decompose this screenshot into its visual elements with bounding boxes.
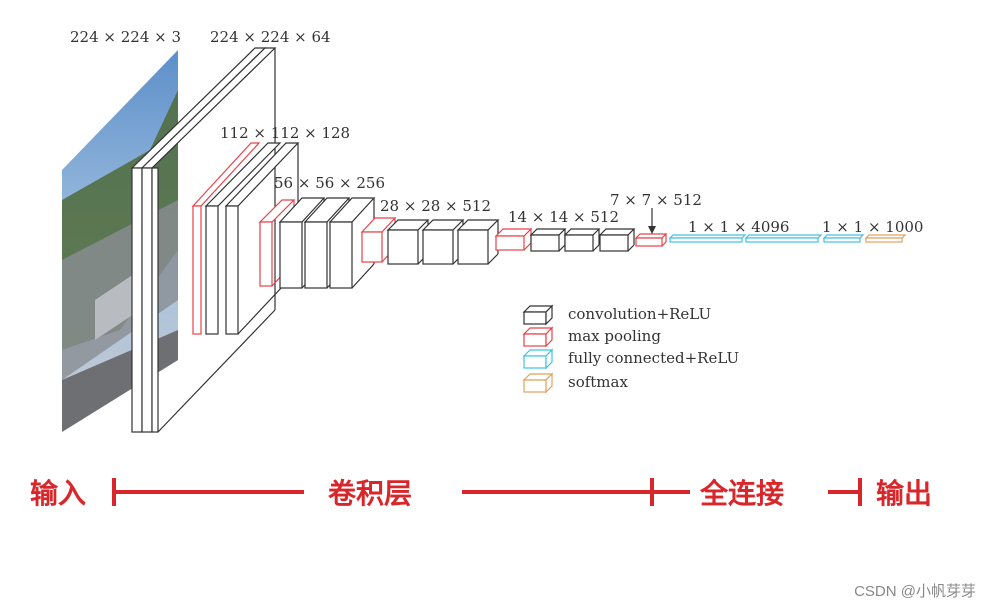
stage-input-label: 输入 <box>30 477 86 510</box>
legend-item-fc: fully connected+ReLU <box>522 348 739 370</box>
fc-blocks <box>668 234 865 243</box>
stage-output-label: 输出 <box>876 477 932 510</box>
dim-output-label: 1 × 1 × 1000 <box>822 218 923 236</box>
legend-label-softmax: softmax <box>568 373 628 391</box>
stage-conv-label: 卷积层 <box>328 477 412 510</box>
dim-fc-label: 1 × 1 × 4096 <box>688 218 789 236</box>
conv4-block <box>360 217 500 265</box>
legend-item-conv: convolution+ReLU <box>522 304 711 326</box>
watermark-credit: CSDN @小帆芽芽 <box>854 583 976 600</box>
dim-conv2-label: 112 × 112 × 128 <box>220 124 350 142</box>
legend-label-conv: convolution+ReLU <box>568 305 711 323</box>
dim-conv5-label: 14 × 14 × 512 <box>508 208 619 226</box>
legend-item-pool: max pooling <box>522 326 661 348</box>
conv2-block <box>191 142 300 335</box>
legend: convolution+ReLU max pooling fully conne… <box>522 304 739 394</box>
legend-label-pool: max pooling <box>568 327 661 345</box>
dim-conv3-label: 56 × 56 × 256 <box>274 174 385 192</box>
legend-label-fc: fully connected+ReLU <box>568 349 739 367</box>
dim-conv4-label: 28 × 28 × 512 <box>380 197 491 215</box>
conv5-block <box>494 228 636 252</box>
dim-input-label: 224 × 224 × 3 <box>70 28 181 46</box>
stage-fc-label: 全连接 <box>699 477 784 510</box>
legend-item-softmax: softmax <box>522 372 628 394</box>
pool5-block <box>634 208 668 247</box>
dim-conv1-label: 224 × 224 × 64 <box>210 28 331 46</box>
conv1-block <box>130 47 277 433</box>
softmax-block <box>864 234 907 243</box>
stage-bar: 输入 卷积层 全连接 输出 <box>30 477 932 510</box>
dim-pool5-label: 7 × 7 × 512 <box>610 191 702 209</box>
conv3-block <box>258 197 376 289</box>
input-image <box>62 50 178 432</box>
